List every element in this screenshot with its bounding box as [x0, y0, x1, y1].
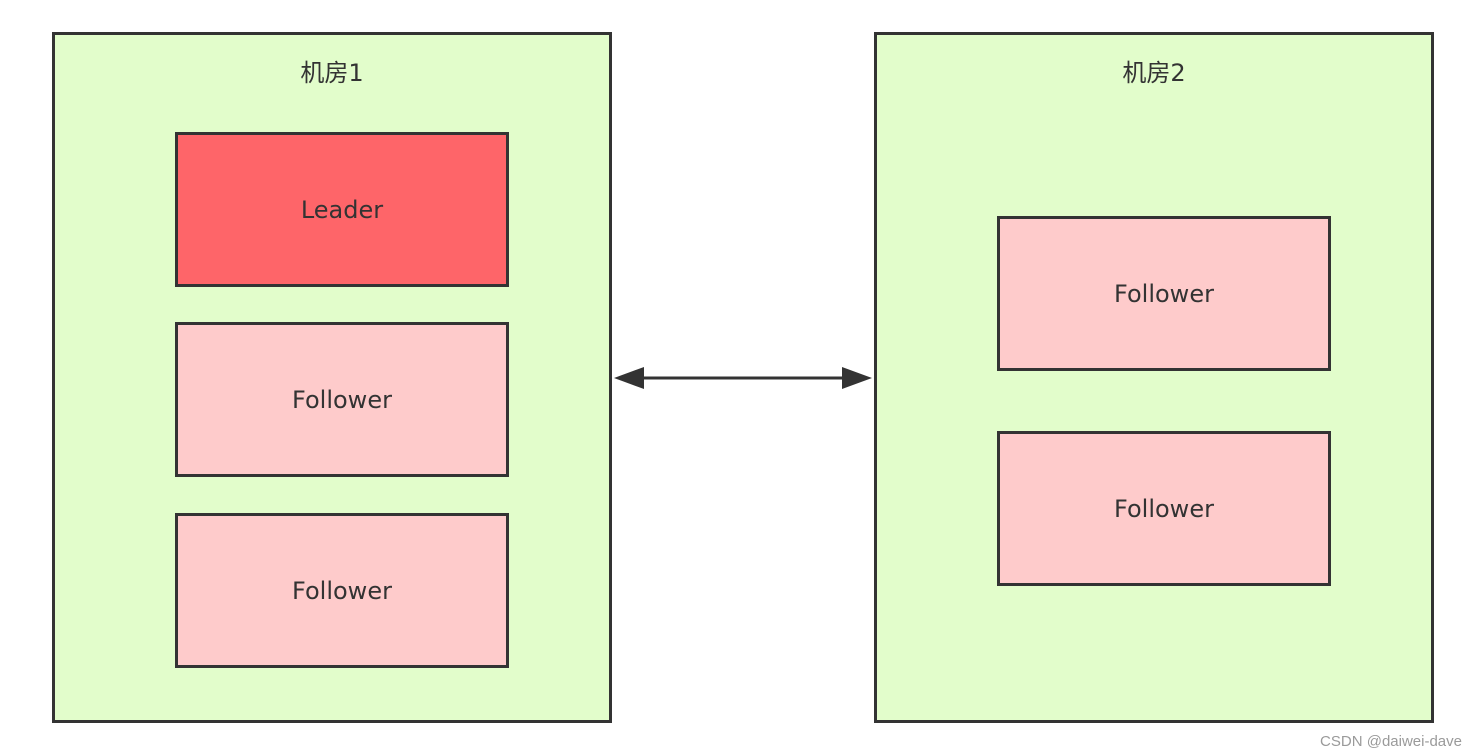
- datacenter-2-title: 机房2: [1122, 59, 1186, 87]
- follower-node: Follower: [997, 431, 1331, 586]
- datacenter-1-title: 机房1: [300, 59, 364, 87]
- node-label: Follower: [1114, 279, 1214, 308]
- datacenter-1: 机房1 Leader Follower Follower: [52, 32, 612, 723]
- follower-node: Follower: [175, 513, 509, 668]
- node-label: Leader: [300, 195, 384, 224]
- datacenter-2: 机房2 Follower Follower: [874, 32, 1434, 723]
- follower-node: Follower: [997, 216, 1331, 371]
- node-label: Follower: [292, 576, 392, 605]
- arrow-head-left: [614, 367, 644, 389]
- node-label: Follower: [292, 385, 392, 414]
- follower-node: Follower: [175, 322, 509, 477]
- node-label: Follower: [1114, 494, 1214, 523]
- leader-node: Leader: [175, 132, 509, 287]
- watermark: CSDN @daiwei-dave: [1320, 733, 1462, 750]
- arrow-head-right: [842, 367, 872, 389]
